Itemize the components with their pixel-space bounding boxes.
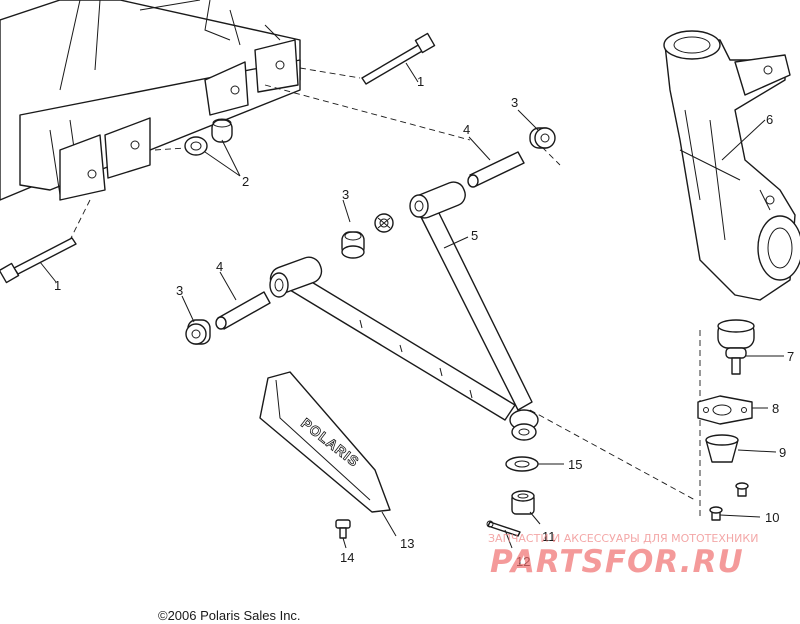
leader-lines xyxy=(39,62,784,549)
callout-3-middle: 3 xyxy=(342,187,349,202)
sleeve-upper xyxy=(467,151,525,188)
watermark-tagline: ЗАПЧАСТИ И АКСЕССУАРЫ ДЛЯ МОТОТЕХНИКИ xyxy=(488,532,758,545)
callout-2: 2 xyxy=(242,174,249,189)
a-arm xyxy=(269,181,539,441)
small-bolt-lower xyxy=(709,506,723,521)
bushing-left xyxy=(185,319,211,345)
vehicle-frame xyxy=(0,0,301,201)
watermark: ЗАПЧАСТИ И АКСЕССУАРЫ ДЛЯ МОТОТЕХНИКИ PA… xyxy=(488,532,758,580)
dust-boot xyxy=(705,434,739,463)
callout-1-upper: 1 xyxy=(417,74,424,89)
cotter-pin xyxy=(486,520,521,537)
callout-15: 15 xyxy=(568,457,582,472)
callout-9: 9 xyxy=(779,445,786,460)
callout-numbers: 1 1 2 3 3 3 4 4 5 6 7 8 9 10 11 12 13 14… xyxy=(54,74,794,569)
callout-13: 13 xyxy=(400,536,414,551)
bushing-middle xyxy=(374,213,394,233)
flange-nuts xyxy=(184,118,233,156)
sleeve-lower xyxy=(215,291,271,330)
callout-12: 12 xyxy=(516,554,530,569)
skid-guard: POLARIS xyxy=(259,371,391,513)
bolt-lower xyxy=(0,237,77,284)
small-bolt-upper xyxy=(735,482,749,497)
callout-5: 5 xyxy=(471,228,478,243)
cover-plate xyxy=(697,395,753,425)
copyright-notice: ©2006 Polaris Sales Inc. xyxy=(158,608,301,623)
ball-joint xyxy=(717,319,755,375)
steering-spindle xyxy=(663,30,800,301)
callout-3-upper: 3 xyxy=(511,95,518,110)
callout-4-upper: 4 xyxy=(463,122,470,137)
watermark-brand: PARTSFOR.RU xyxy=(490,544,744,580)
callout-14: 14 xyxy=(340,550,354,565)
callout-6: 6 xyxy=(766,112,773,127)
bolt-upper xyxy=(361,32,436,85)
callout-7: 7 xyxy=(787,349,794,364)
bushing-center xyxy=(341,231,365,259)
callout-3-left: 3 xyxy=(176,283,183,298)
callout-4-lower: 4 xyxy=(216,259,223,274)
callout-10: 10 xyxy=(765,510,779,525)
castle-nut xyxy=(511,490,535,515)
washer xyxy=(505,456,539,472)
callout-8: 8 xyxy=(772,401,779,416)
screw xyxy=(335,519,351,539)
callout-11: 11 xyxy=(542,529,556,544)
callout-1-lower: 1 xyxy=(54,278,61,293)
bushing-upper-right xyxy=(529,127,556,149)
